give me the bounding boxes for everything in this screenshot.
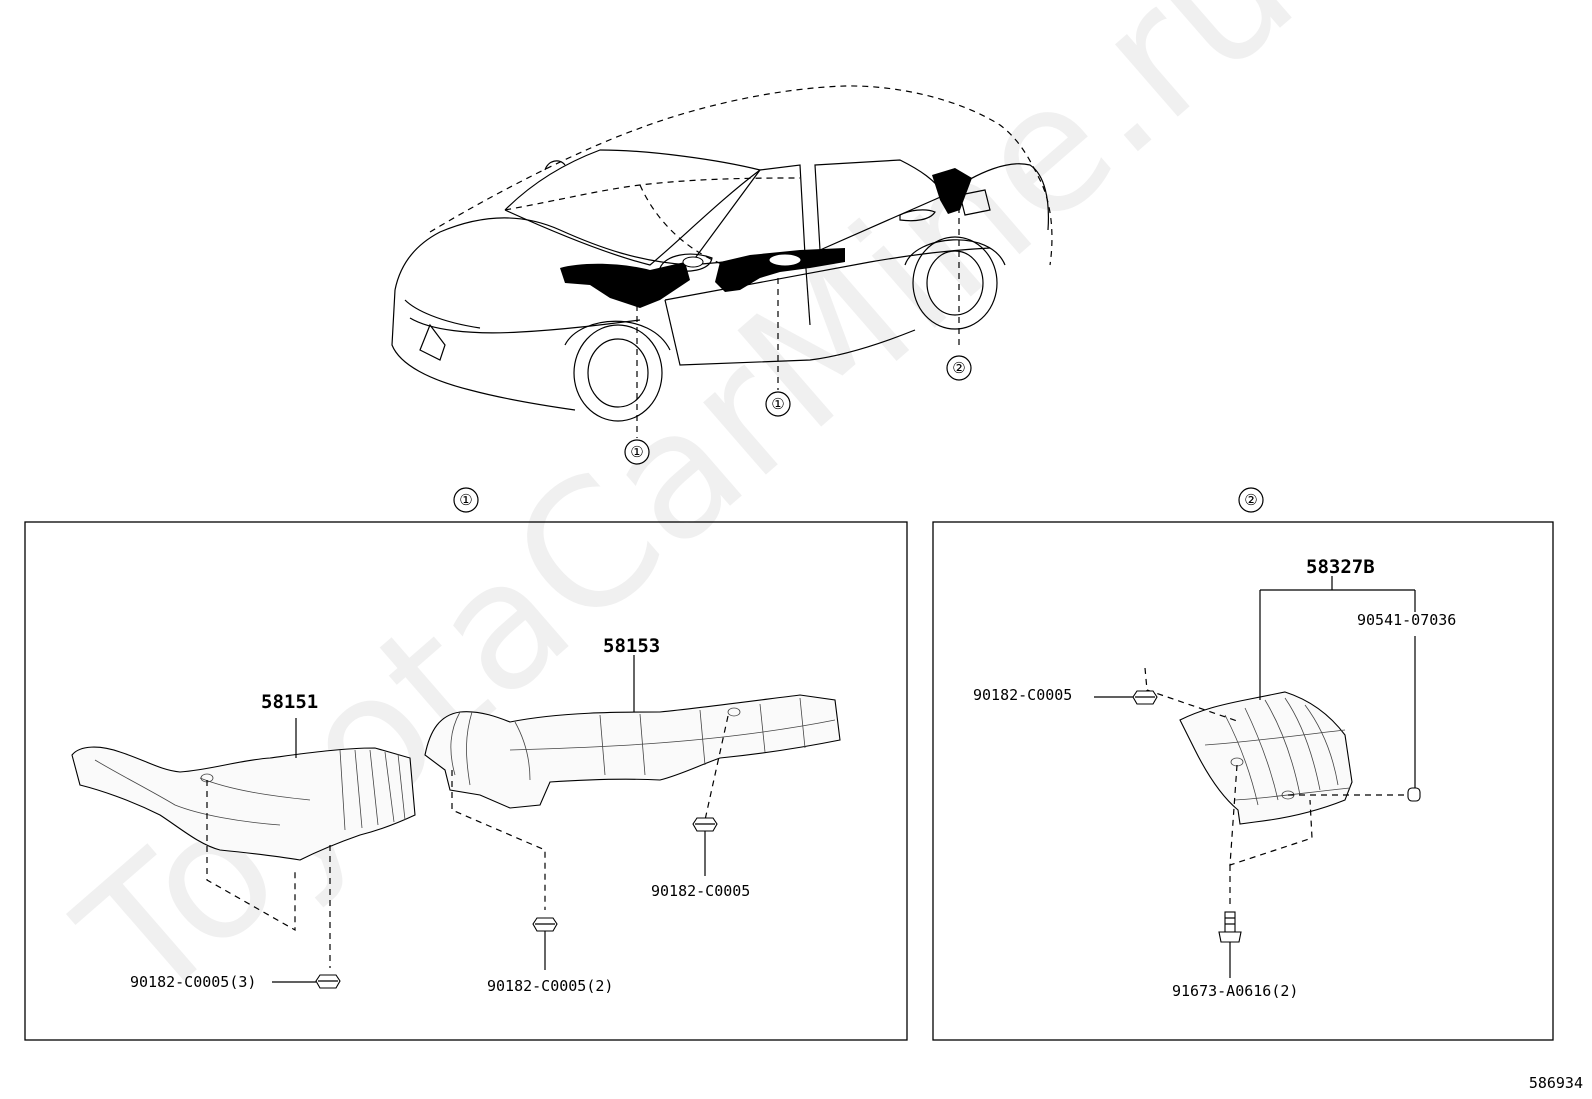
part-label-90541-07036: 90541-07036 bbox=[1357, 611, 1456, 629]
grommet-90541-07036-icon bbox=[1407, 787, 1421, 802]
svg-text:②: ② bbox=[1244, 491, 1257, 509]
part-label-90182-c0005-2: 90182-C0005(2) bbox=[487, 977, 613, 995]
part-label-58327b: 58327B bbox=[1306, 556, 1375, 578]
callout-2-rear: ② bbox=[946, 355, 972, 381]
svg-text:①: ① bbox=[630, 443, 643, 461]
car-overview-illustration bbox=[391, 85, 1053, 438]
svg-text:②: ② bbox=[952, 359, 965, 377]
callout-1-center: ① bbox=[765, 391, 791, 417]
nut-90182-c0005-3-icon bbox=[315, 974, 341, 989]
part-58327b-shape bbox=[1179, 691, 1353, 825]
svg-text:①: ① bbox=[459, 491, 472, 509]
bolt-91673-a0616-icon bbox=[1218, 911, 1242, 943]
figure-number: 586934 bbox=[1529, 1074, 1583, 1092]
part-label-91673-a0616-2: 91673-A0616(2) bbox=[1172, 982, 1298, 1000]
part-label-90182-c0005-3: 90182-C0005(3) bbox=[130, 973, 256, 991]
nut-90182-c0005-icon bbox=[692, 817, 718, 832]
part-58153-shape bbox=[424, 694, 841, 809]
panel-2: ② bbox=[932, 487, 1554, 1041]
panel-2-frame bbox=[932, 521, 1554, 1041]
panel-2-heading: ② bbox=[1238, 487, 1264, 513]
panel-1: ① 58151 90182-C0005(3) bbox=[24, 487, 908, 1041]
nut-90182-c0005-panel2-icon bbox=[1132, 690, 1158, 705]
callout-1-front: ① bbox=[624, 439, 650, 465]
svg-text:①: ① bbox=[771, 395, 784, 413]
part-label-58153: 58153 bbox=[603, 635, 660, 657]
part-label-90182-c0005-panel2: 90182-C0005 bbox=[973, 686, 1072, 704]
part-label-58151: 58151 bbox=[261, 691, 318, 713]
panel-1-heading: ① bbox=[453, 487, 479, 513]
nut-90182-c0005-2-icon bbox=[532, 917, 558, 932]
part-label-90182-c0005: 90182-C0005 bbox=[651, 882, 750, 900]
panel-1-frame bbox=[24, 521, 908, 1041]
part-58151-shape bbox=[71, 746, 416, 861]
